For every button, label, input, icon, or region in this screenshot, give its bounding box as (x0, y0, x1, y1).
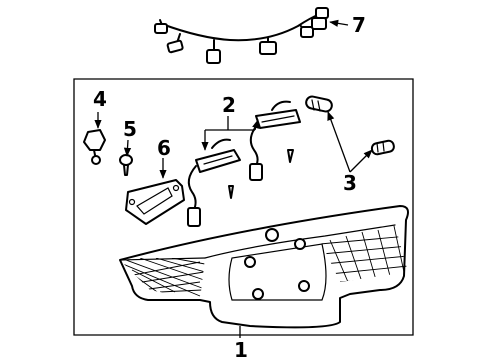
callout-4: 4 (93, 87, 107, 111)
screw (119, 154, 133, 176)
bulb-upper (305, 95, 333, 113)
lamp-screw-left (228, 185, 234, 199)
callout-3: 3 (343, 171, 357, 195)
rear-garnish-panel (118, 205, 409, 329)
leader-lines (94, 19, 373, 338)
wiring-harness (154, 7, 329, 64)
callout-5: 5 (123, 117, 137, 141)
assembly-outline-box (73, 78, 414, 336)
callout-1: 1 (234, 338, 248, 360)
lamp-screw-right (287, 149, 294, 163)
bulb-lower (370, 139, 395, 156)
callout-7: 7 (352, 13, 366, 37)
callout-2: 2 (222, 93, 236, 117)
gasket (125, 179, 185, 225)
socket-connector (83, 129, 106, 165)
license-lamp-right (249, 100, 301, 181)
license-lamp-left (187, 138, 241, 227)
callout-6: 6 (157, 136, 171, 160)
